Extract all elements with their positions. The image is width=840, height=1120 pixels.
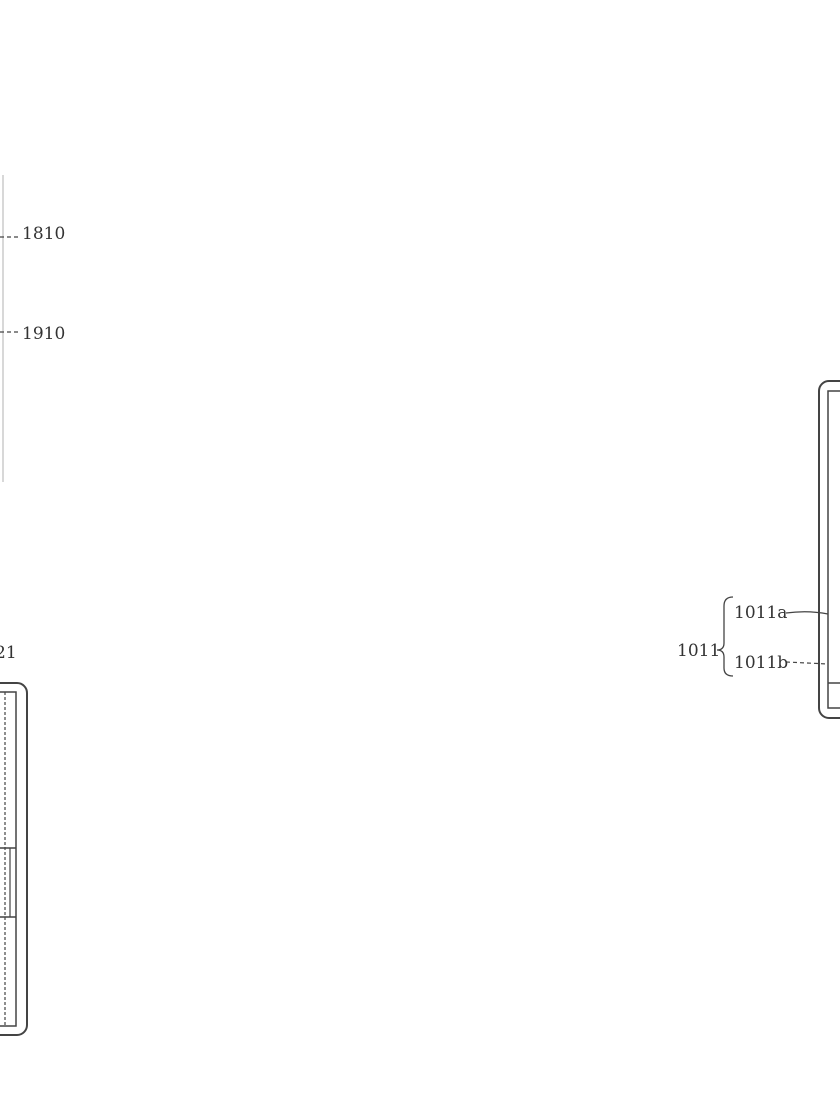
label-1011: 1011 xyxy=(677,641,720,661)
upper-left-panel: 1810 1910 xyxy=(0,175,65,482)
label-1011a: 1011a xyxy=(734,603,787,623)
label-1910: 1910 xyxy=(22,324,65,344)
right-device: 1011a 1011b 1011 xyxy=(677,380,840,719)
label-1810: 1810 xyxy=(22,224,65,244)
device-outer-frame xyxy=(818,380,840,719)
label-1011b: 1011b xyxy=(734,653,788,673)
device-inner-frame xyxy=(0,691,17,1027)
leader-1011a xyxy=(785,611,829,615)
label-21: 21 xyxy=(0,643,17,663)
brace-1011 xyxy=(716,596,734,677)
lower-left-device: 21 xyxy=(0,643,28,1036)
device-outer-frame xyxy=(0,682,28,1036)
leader-1011b xyxy=(785,661,829,665)
device-inner-frame xyxy=(827,390,840,709)
